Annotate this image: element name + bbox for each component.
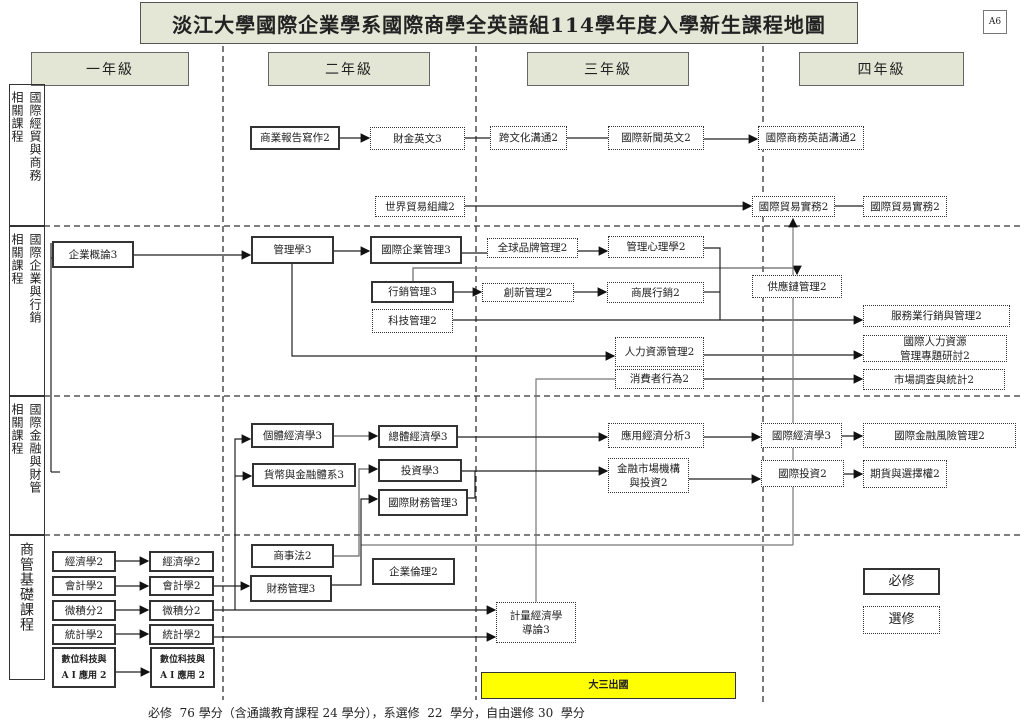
course-label-line: 與投資2	[629, 476, 668, 489]
row-label-sub: 相關課程	[10, 91, 24, 143]
course-calculus-1[interactable]: 微積分2	[52, 600, 116, 621]
course-trade-practice[interactable]: 國際貿易實務2	[752, 196, 835, 217]
course-label-line: 金融市場機構	[617, 462, 680, 475]
course-applied-economics[interactable]: 應用經濟分析3	[608, 423, 704, 448]
course-cross-cultural-communication[interactable]: 跨文化溝通2	[490, 126, 567, 150]
course-intl-investment[interactable]: 國際投資2	[761, 460, 844, 487]
course-financial-management[interactable]: 財務管理3	[250, 575, 332, 602]
course-economics-1[interactable]: 經濟學2	[52, 551, 116, 572]
course-management[interactable]: 管理學3	[251, 236, 334, 264]
row-label-sub: 相關課程	[10, 403, 24, 455]
row-label-foundation: 商管基礎課程	[9, 535, 45, 680]
row-label-marketing: 國際企業與行銷 相關課程	[9, 226, 45, 396]
course-market-research[interactable]: 市場調查與統計2	[863, 369, 1005, 390]
year-4-header: 四年級	[799, 52, 964, 86]
course-tech-management[interactable]: 科技管理2	[372, 309, 453, 333]
course-intro-business[interactable]: 企業概論3	[52, 241, 134, 268]
course-label-line: 導論3	[522, 623, 550, 636]
course-intl-economics[interactable]: 國際經濟學3	[761, 423, 842, 448]
course-wto[interactable]: 世界貿易組織2	[375, 196, 465, 217]
course-accounting-1[interactable]: 會計學2	[52, 576, 116, 596]
course-business-ethics[interactable]: 企業倫理2	[372, 558, 455, 585]
row-label-main: 國際經貿與商務	[28, 91, 42, 182]
course-intl-financial-management[interactable]: 國際財務管理3	[378, 489, 468, 516]
row-label-main: 國際企業與行銷	[28, 233, 42, 324]
grid-dashed-lines	[44, 46, 1020, 705]
year-2-header: 二年級	[268, 52, 430, 86]
row-label-finance: 國際金融與財管 相關課程	[9, 396, 45, 535]
year-3-header: 三年級	[527, 52, 689, 86]
course-hr-management[interactable]: 人力資源管理2	[615, 337, 704, 367]
course-microeconomics[interactable]: 個體經濟學3	[251, 423, 334, 448]
course-accounting-2[interactable]: 會計學2	[149, 576, 214, 596]
page-title: 淡江大學國際企業學系國際商學全英語組114學年度入學新生課程地圖	[140, 2, 858, 44]
course-expo-marketing[interactable]: 商展行銷2	[607, 282, 704, 303]
course-label-line: 管理專題研討2	[900, 349, 970, 362]
course-statistics-2[interactable]: 統計學2	[149, 624, 214, 645]
course-macroeconomics[interactable]: 總體經濟學3	[378, 425, 458, 448]
course-calculus-2[interactable]: 微積分2	[149, 600, 214, 621]
course-label-line: 計量經濟學	[509, 609, 563, 622]
course-econometrics[interactable]: 計量經濟學 導論3	[496, 602, 576, 643]
course-marketing[interactable]: 行銷管理3	[371, 281, 454, 303]
course-digital-ai-1[interactable]: 數位科技與 A I 應用 2	[52, 647, 116, 688]
year-1-header: 一年級	[31, 52, 189, 86]
course-supply-chain[interactable]: 供應鏈管理2	[752, 275, 842, 298]
course-global-brand[interactable]: 全球品牌管理2	[487, 238, 578, 258]
course-intl-financial-risk[interactable]: 國際金融風險管理2	[863, 423, 1016, 448]
row-label-trade: 國際經貿與商務 相關課程	[9, 84, 45, 226]
course-consumer-behavior[interactable]: 消費者行為2	[615, 369, 704, 389]
row-label-main: 國際金融與財管	[28, 403, 42, 494]
study-abroad-banner: 大三出國	[481, 672, 736, 699]
credit-summary: 必修 76 學分（含通識教育課程 24 學分），系選修 22 學分，自由選修 3…	[148, 706, 585, 720]
course-economics-2[interactable]: 經濟學2	[149, 551, 214, 572]
course-label-line: 數位科技與	[159, 654, 205, 665]
row-label-main: 商管基礎課程	[18, 542, 34, 632]
course-management-psychology[interactable]: 管理心理學2	[608, 236, 704, 258]
page-code: A6	[983, 10, 1007, 34]
course-business-report-writing[interactable]: 商業報告寫作2	[250, 126, 340, 150]
course-financial-english[interactable]: 財金英文3	[370, 127, 465, 150]
course-ib-management[interactable]: 國際企業管理3	[370, 236, 462, 264]
course-label-line: A I 應用 2	[61, 670, 107, 681]
course-innovation[interactable]: 創新管理2	[482, 283, 574, 302]
course-digital-ai-2[interactable]: 數位科技與 A I 應用 2	[150, 647, 215, 688]
course-investments[interactable]: 投資學3	[378, 459, 462, 482]
course-news-english[interactable]: 國際新聞英文2	[608, 126, 704, 150]
course-label-line: 數位科技與	[61, 654, 107, 665]
course-futures-options[interactable]: 期貨與選擇權2	[863, 460, 947, 488]
course-money-banking[interactable]: 貨幣與金融體系3	[252, 463, 356, 487]
course-label-line: A I 應用 2	[160, 670, 205, 681]
course-business-law[interactable]: 商事法2	[251, 544, 334, 568]
legend-elective: 選修	[863, 606, 940, 634]
course-trade-practice-2[interactable]: 國際貿易實務2	[863, 196, 947, 217]
course-financial-markets[interactable]: 金融市場機構 與投資2	[608, 458, 689, 493]
course-label-line: 國際人力資源	[903, 335, 967, 348]
legend-required: 必修	[863, 568, 940, 595]
course-intl-hr-seminar[interactable]: 國際人力資源 管理專題研討2	[863, 335, 1007, 362]
course-service-marketing[interactable]: 服務業行銷與管理2	[863, 305, 1010, 327]
row-label-sub: 相關課程	[10, 233, 24, 285]
course-ib-english-communication[interactable]: 國際商務英語溝通2	[758, 126, 864, 150]
course-statistics-1[interactable]: 統計學2	[52, 624, 116, 645]
